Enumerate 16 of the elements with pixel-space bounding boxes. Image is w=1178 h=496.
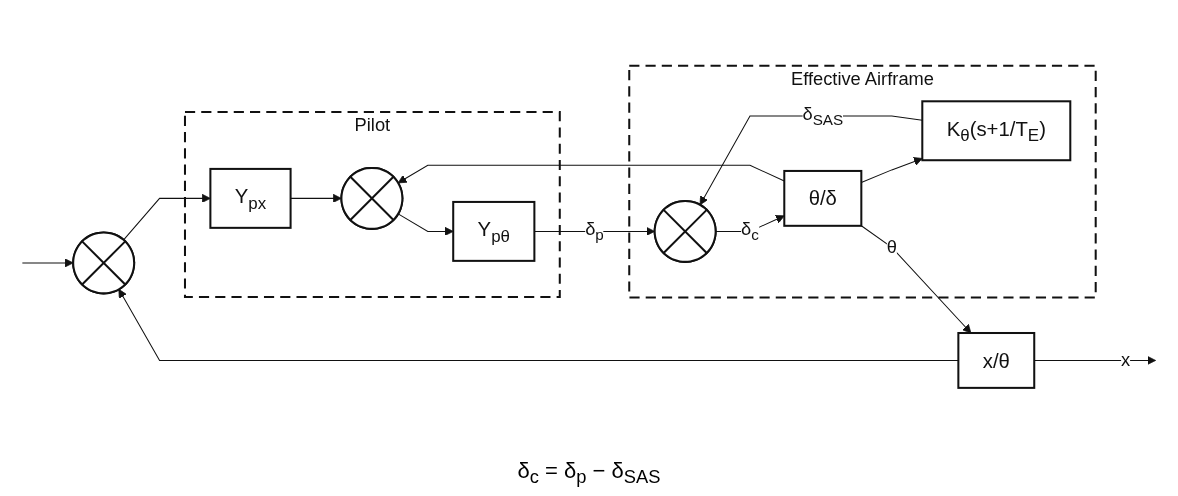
arrow	[699, 115, 923, 206]
node-box: x/θ	[957, 332, 1036, 389]
edge-label: δ$_{p}$	[585, 219, 604, 244]
arrow	[860, 225, 972, 334]
arrow	[118, 288, 959, 361]
arrow	[123, 193, 211, 241]
arrow	[397, 213, 454, 236]
edge-label: δ$_{c}$	[741, 219, 759, 244]
node-box: K$_{θ}$(s+1/T$_{E}$)	[921, 100, 1072, 162]
node-box: θ/δ	[783, 169, 863, 227]
arrow	[21, 258, 74, 268]
edge-label: x	[1121, 349, 1131, 371]
edge-label: θ	[886, 236, 897, 258]
edge-label: δ$_{SAS}$	[802, 103, 844, 128]
arrow	[397, 164, 785, 184]
arrow	[290, 193, 342, 203]
